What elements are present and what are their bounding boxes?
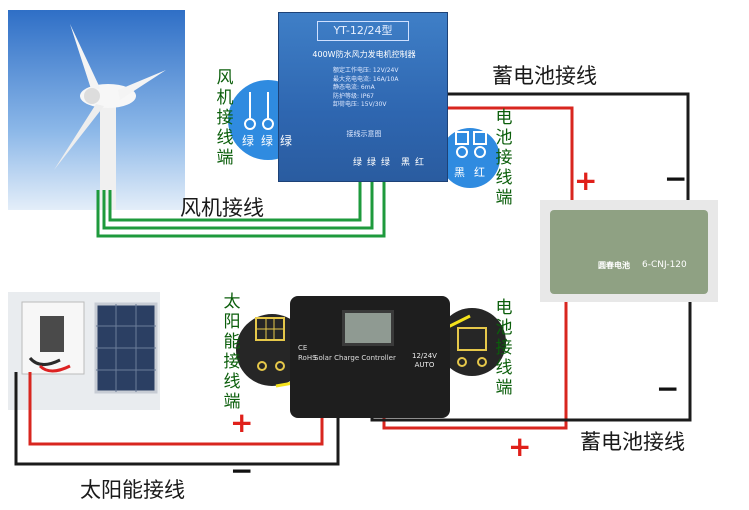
- char: 池: [495, 318, 513, 338]
- phase-label: 绿: [381, 158, 391, 168]
- solar-wiring-label: 太阳能接线: [80, 478, 185, 502]
- minus-sign: −: [664, 162, 688, 195]
- solar-controller-rating: 12/24V AUTO: [412, 352, 437, 370]
- battery-brand: 圆春电池: [598, 261, 630, 270]
- callout-phase-label: 绿: [261, 134, 274, 148]
- battery-wiring-label-top: 蓄电池接线: [492, 64, 597, 88]
- callout-battery-red: 红: [474, 166, 485, 179]
- char: 电: [495, 108, 513, 128]
- char: 机: [216, 88, 234, 108]
- plus-sign: +: [508, 430, 532, 463]
- char: 接: [216, 108, 234, 128]
- plus-sign: +: [574, 164, 598, 197]
- battery-terminal-label-bottom: 电 池 接 线 端: [494, 298, 514, 398]
- battery-terminal-callout-top: [440, 128, 500, 188]
- spec-line: 静态电流: 6mA: [333, 84, 375, 91]
- spec-line: 额定工作电压: 12V/24V: [333, 67, 399, 74]
- char: 线: [495, 358, 513, 378]
- solar-terminal-label: 太 阳 能 接 线 端: [222, 292, 242, 412]
- plus-sign: +: [230, 406, 254, 439]
- char: 风: [216, 68, 234, 88]
- wind-controller-wiring-caption: 接线示意图: [346, 130, 382, 138]
- battery-terminal-label-top: 电 池 接 线 端: [494, 108, 514, 208]
- battery-label-black: 黑: [401, 158, 411, 168]
- char: 池: [495, 128, 513, 148]
- char: 接: [495, 338, 513, 358]
- spec-line: 最大充电电流: 16A/10A: [333, 75, 399, 83]
- cert-ce: CE: [298, 344, 308, 352]
- char: 电: [495, 298, 513, 318]
- callout-battery-black: 黑: [454, 166, 465, 179]
- turbine-wiring-label: 风机接线: [180, 196, 264, 220]
- battery-body: 圆春电池 6-CNJ-120: [550, 210, 708, 294]
- battery-wiring-label-bottom: 蓄电池接线: [580, 430, 685, 454]
- char: 线: [223, 372, 241, 392]
- phase-label: 绿: [353, 158, 363, 168]
- minus-sign: −: [656, 372, 680, 405]
- char: 能: [223, 332, 241, 352]
- char: 端: [223, 392, 241, 412]
- wind-controller-model: YT-12/24型: [317, 21, 409, 41]
- char: 端: [216, 148, 234, 168]
- char: 接: [223, 352, 241, 372]
- char: 太: [223, 292, 241, 312]
- char: 线: [216, 128, 234, 148]
- lcd-screen: [342, 310, 394, 346]
- solar-controller-brand: Solar Charge Controller: [314, 354, 396, 362]
- wind-controller: YT-12/24型 400W防水风力发电机控制器 额定工作电压: 12V/24V…: [278, 12, 448, 182]
- solar-panel-photo: [8, 292, 160, 410]
- battery: 圆春电池 6-CNJ-120: [540, 200, 718, 302]
- callout-phase-label: 绿: [242, 134, 255, 148]
- solar-controller: Solar Charge Controller 12/24V AUTO CE R…: [290, 296, 450, 418]
- char: 接: [495, 148, 513, 168]
- battery-label-red: 红: [415, 158, 425, 168]
- callout-phase-label: 绿: [280, 134, 293, 148]
- solar-wires: [14, 372, 340, 466]
- turbine-terminal-label: 风 机 接 线 端: [215, 68, 235, 168]
- char: 端: [495, 188, 513, 208]
- rating-voltage: 12/24V: [412, 352, 437, 360]
- cert-rohs: RoHS: [298, 354, 317, 362]
- spec-line: 防护等级: IP67: [333, 92, 374, 100]
- wind-controller-specs: 额定工作电压: 12V/24V 最大充电电流: 16A/10A 静态电流: 6m…: [333, 67, 398, 110]
- char: 端: [495, 378, 513, 398]
- minus-sign: −: [230, 454, 254, 487]
- wind-turbine-photo: [8, 10, 185, 210]
- char: 阳: [223, 312, 241, 332]
- battery-model: 6-CNJ-120: [642, 260, 687, 270]
- phase-label: 绿: [367, 158, 377, 168]
- turbine-wires: [96, 150, 386, 238]
- wind-controller-description: 400W防水风力发电机控制器: [312, 50, 416, 59]
- spec-line: 卸荷电压: 15V/30V: [333, 101, 387, 108]
- rating-mode: AUTO: [414, 361, 435, 369]
- char: 线: [495, 168, 513, 188]
